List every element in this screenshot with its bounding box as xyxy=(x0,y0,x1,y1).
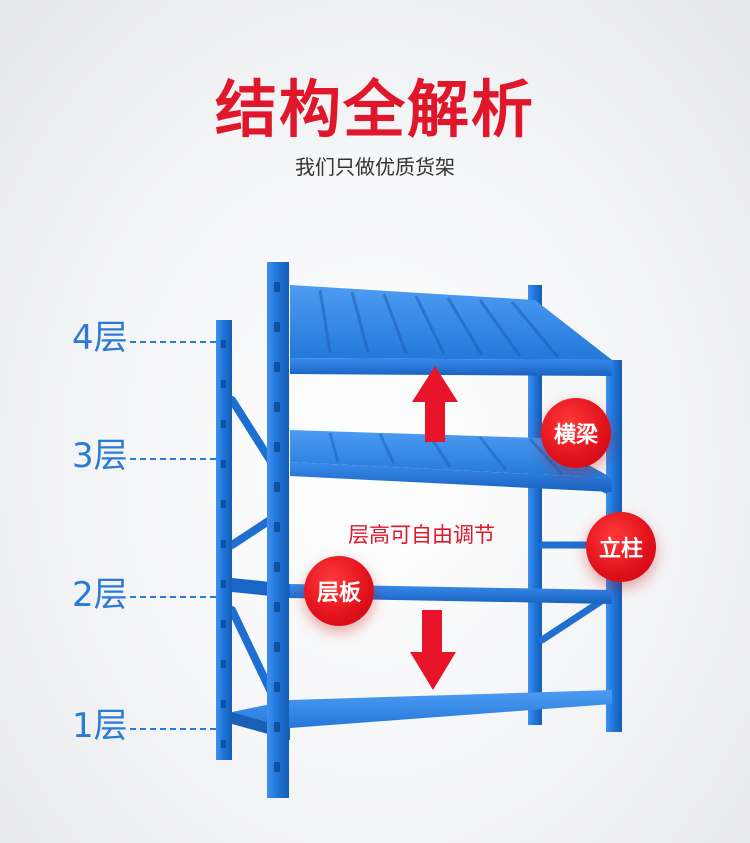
page-title: 结构全解析 xyxy=(214,73,535,146)
deck-level-4-ribs xyxy=(318,289,560,358)
level-2-leader-line xyxy=(130,596,216,598)
deck-level-1 xyxy=(232,690,612,728)
arrow-up-icon xyxy=(412,366,458,442)
front-left-upright-holes xyxy=(221,340,226,748)
callout-beam: 横梁 xyxy=(541,398,611,468)
back-left-upright xyxy=(528,285,542,725)
arrow-down-icon xyxy=(410,610,456,690)
level-3-leader-line xyxy=(130,458,216,460)
callout-shelf-board: 层板 xyxy=(304,556,374,626)
page-subtitle: 我们只做优质货架 xyxy=(295,155,455,179)
left-side-bracing xyxy=(228,396,274,694)
level-4-leader-line xyxy=(130,341,216,343)
adjustable-height-text: 层高可自由调节 xyxy=(348,523,495,547)
deck-level-4 xyxy=(290,285,612,360)
front-main-upright-holes xyxy=(274,282,280,772)
level-label-3: 3层 xyxy=(72,436,128,476)
level-label-2: 2层 xyxy=(72,575,128,615)
level-label-1: 1层 xyxy=(72,706,128,746)
beam-level-3-front xyxy=(290,462,612,492)
level-1-leader-line xyxy=(130,728,216,730)
level-label-4: 4层 xyxy=(72,318,128,358)
callout-upright: 立柱 xyxy=(586,512,656,582)
beam-level-4-front xyxy=(290,358,612,376)
